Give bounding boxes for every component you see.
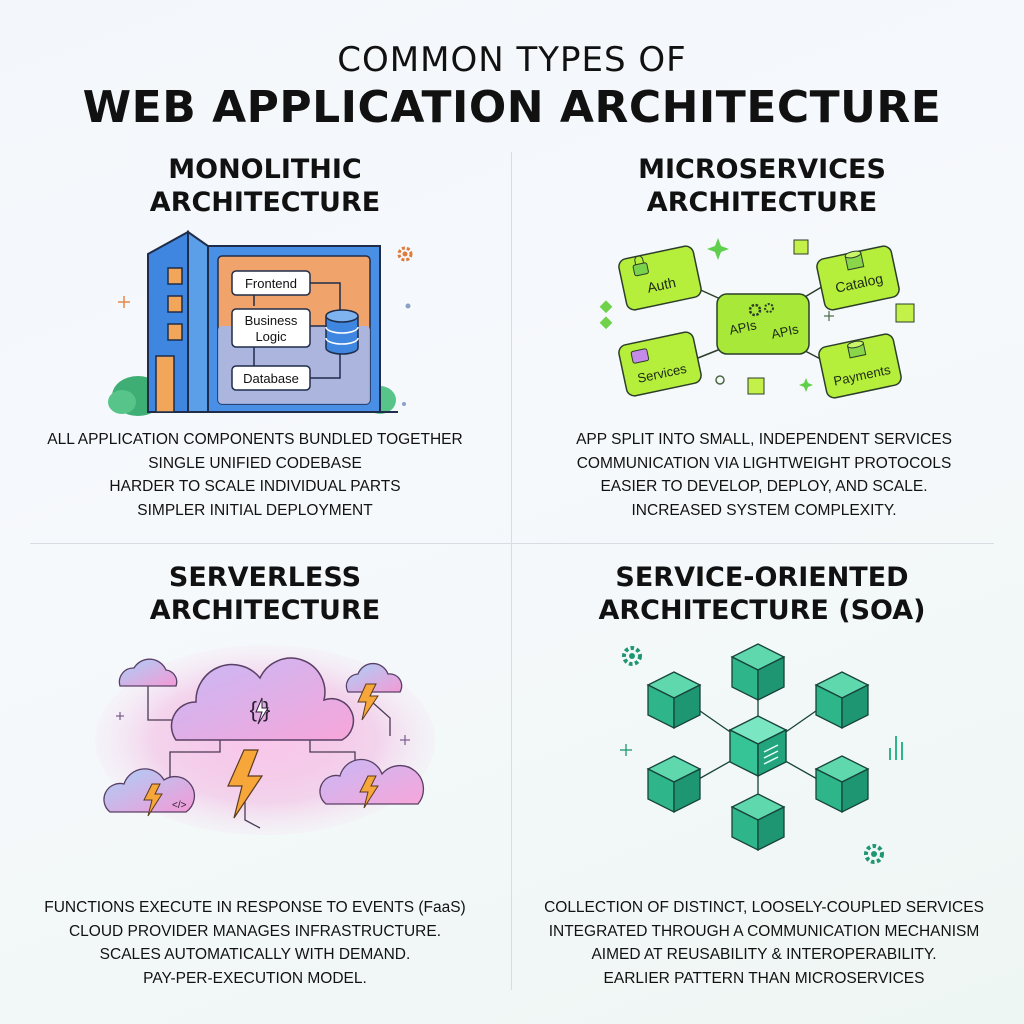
gear-icon (397, 246, 413, 262)
dot-icon (402, 402, 406, 406)
horizontal-divider (30, 543, 994, 544)
sparkle-icon (118, 296, 130, 308)
payments-node: Payments (818, 333, 902, 399)
lightning-icon (359, 775, 379, 809)
frontend-box: Frontend (231, 270, 311, 296)
cube-icon (599, 316, 613, 330)
svg-text:Database: Database (243, 371, 299, 386)
bar-chart-icon (889, 736, 903, 760)
central-cube-icon (728, 715, 788, 778)
sparkle-icon (620, 744, 632, 756)
database-icon (325, 309, 359, 355)
cube-icon (647, 755, 701, 813)
cube-icon (731, 643, 785, 701)
svg-text:Auth: Auth (646, 274, 678, 296)
lightning-icon (143, 783, 163, 817)
cube-icon (793, 239, 809, 255)
soa-description: COLLECTION OF DISTINCT, LOOSELY-COUPLED … (544, 899, 984, 987)
svg-text:APIs: APIs (728, 317, 758, 337)
serverless-description: FUNCTIONS EXECUTE IN RESPONSE TO EVENTS … (44, 899, 466, 987)
microservices-description: APP SPLIT INTO SMALL, INDEPENDENT SERVIC… (576, 431, 952, 519)
vertical-divider (511, 152, 512, 990)
catalog-node: Catalog (816, 245, 900, 311)
svg-text:Logic: Logic (255, 329, 287, 344)
dot-icon (715, 375, 725, 385)
database-icon (847, 340, 867, 359)
monolithic-description: ALL APPLICATION COMPONENTS BUNDLED TOGET… (47, 431, 463, 519)
cube-icon (747, 377, 765, 395)
page-subtitle: COMMON TYPES OF (337, 40, 687, 80)
sparkle-icon (824, 311, 834, 321)
business-logic-box: Business Logic (231, 308, 311, 348)
cloud-icon (118, 658, 178, 687)
dot-icon (405, 303, 411, 309)
svg-text:Frontend: Frontend (245, 276, 297, 291)
serverless-title: SERVERLESS ARCHITECTURE (149, 562, 381, 626)
database-icon (844, 250, 865, 271)
cube-icon (815, 755, 869, 813)
microservices-title: MICROSERVICES ARCHITECTURE (638, 154, 886, 218)
monolithic-illustration: Frontend Business Logic Database (108, 230, 413, 416)
cube-icon (647, 671, 701, 729)
page-title: WEB APPLICATION ARCHITECTURE (82, 82, 942, 133)
code-icon: { } (250, 697, 270, 725)
monolithic-title: MONOLITHIC ARCHITECTURE (149, 154, 381, 218)
services-node: Services (618, 331, 702, 397)
microservices-illustration: Auth Catalog APIs APIs Services Payments (599, 238, 915, 399)
auth-node: Auth (618, 245, 702, 311)
lines-icon (763, 744, 779, 765)
svg-text:APIs: APIs (770, 321, 800, 341)
connector-lines (253, 282, 341, 379)
cube-icon (815, 671, 869, 729)
gear-icon (748, 303, 774, 317)
window-icon (630, 348, 650, 364)
svg-text:Business: Business (245, 313, 298, 328)
cube-icon (895, 303, 915, 323)
soa-title: SERVICE-ORIENTED ARCHITECTURE (SOA) (598, 562, 926, 626)
cloud-icon: { } (170, 657, 355, 741)
soa-illustration (620, 643, 903, 864)
sparkle-icon (116, 712, 410, 745)
cube-icon (599, 300, 613, 314)
gear-icon (864, 844, 884, 864)
apis-node: APIs APIs (716, 293, 810, 355)
lightning-icon (357, 683, 379, 721)
code-icon: </> (172, 800, 187, 811)
cloud-icon (345, 662, 403, 693)
gear-icon (622, 646, 642, 666)
serverless-illustration: { } </> (95, 645, 435, 835)
sparkle-icon (707, 238, 813, 392)
lock-icon (632, 255, 649, 277)
database-box: Database (231, 365, 311, 391)
cube-icon (731, 793, 785, 851)
lightning-icon (227, 749, 264, 819)
